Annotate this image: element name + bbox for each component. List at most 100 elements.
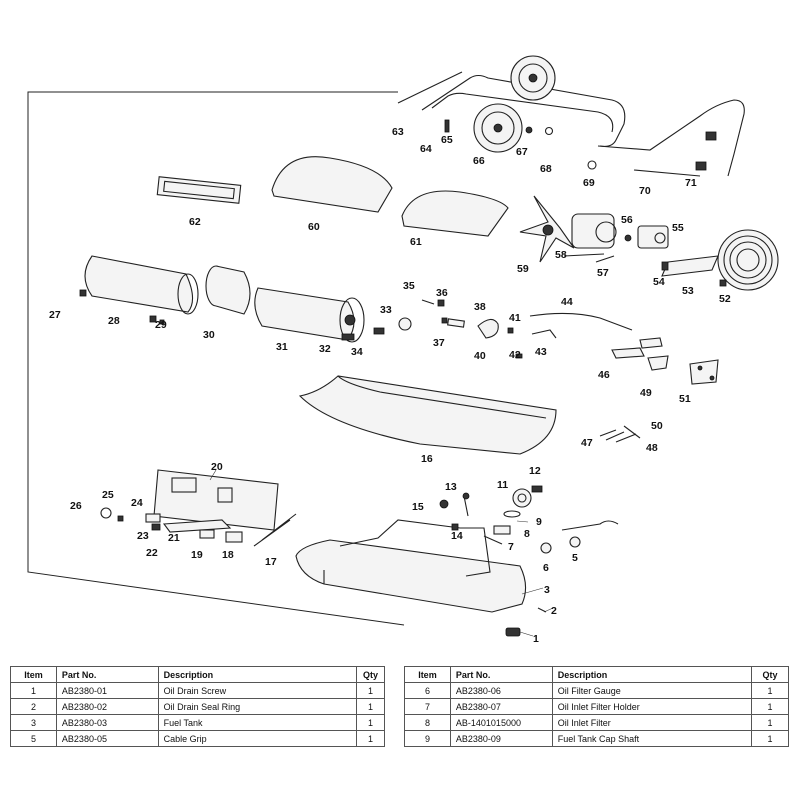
cell-qty: 1 (356, 730, 385, 747)
callout-58: 58 (555, 249, 567, 261)
table-row: 2 AB2380-02 Oil Drain Seal Ring 1 (10, 698, 385, 715)
callout-19: 19 (191, 549, 203, 561)
table-row: 3 AB2380-03 Fuel Tank 1 (10, 714, 385, 731)
header-part-no: Part No. (55, 666, 159, 683)
callout-69: 69 (583, 177, 595, 189)
header-item: Item (10, 666, 57, 683)
callout-66: 66 (473, 155, 485, 167)
callout-22: 22 (146, 547, 158, 559)
cell-item: 8 (404, 714, 451, 731)
callout-61: 61 (410, 236, 422, 248)
callout-65: 65 (441, 134, 453, 146)
cell-part-no: AB2380-07 (449, 698, 553, 715)
table-row: 9 AB2380-09 Fuel Tank Cap Shaft 1 (404, 730, 789, 747)
exploded-parts-diagram: 1 2 3 5 6 7 8 9 11 12 13 14 15 16 17 18 … (27, 55, 779, 645)
callout-68: 68 (540, 163, 552, 175)
callout-64: 64 (420, 143, 432, 155)
callout-5: 5 (572, 552, 578, 564)
control-parts (599, 337, 719, 443)
callout-12: 12 (529, 465, 541, 477)
table-row: 5 AB2380-05 Cable Grip 1 (10, 730, 385, 747)
callout-30: 30 (203, 329, 215, 341)
callout-67: 67 (516, 146, 528, 158)
callout-60: 60 (308, 221, 320, 233)
callout-36: 36 (436, 287, 448, 299)
callout-49: 49 (640, 387, 652, 399)
cell-part-no: AB2380-06 (449, 682, 553, 699)
cell-item: 2 (10, 698, 57, 715)
cell-item: 1 (10, 682, 57, 699)
callout-8: 8 (524, 528, 530, 540)
callout-13: 13 (445, 481, 457, 493)
fuel-parts (439, 485, 619, 554)
cell-qty: 1 (356, 682, 385, 699)
callout-6: 6 (543, 562, 549, 574)
callout-24: 24 (131, 497, 143, 509)
callout-2: 2 (551, 605, 557, 617)
callout-40: 40 (474, 350, 486, 362)
callout-15: 15 (412, 501, 424, 513)
callout-44: 44 (561, 296, 573, 308)
cell-item: 5 (10, 730, 57, 747)
cell-qty: 1 (356, 698, 385, 715)
lower-shell (298, 375, 557, 455)
callout-18: 18 (222, 549, 234, 561)
callout-56: 56 (621, 214, 633, 226)
callout-37: 37 (433, 337, 445, 349)
callout-numbers: 1 2 3 5 6 7 8 9 11 12 13 14 15 16 17 18 … (49, 126, 731, 645)
table-row: 7 AB2380-07 Oil Inlet Filter Holder 1 (404, 698, 789, 715)
cell-part-no: AB2380-09 (449, 730, 553, 747)
cell-item: 9 (404, 730, 451, 747)
callout-29: 29 (155, 319, 167, 331)
callout-34: 34 (351, 346, 363, 358)
table-header-row: Item Part No. Description Qty (404, 666, 789, 683)
cell-description: Oil Inlet Filter Holder (551, 698, 753, 715)
callout-71: 71 (685, 177, 697, 189)
cell-qty: 1 (751, 682, 789, 699)
callout-59: 59 (517, 263, 529, 275)
header-item: Item (404, 666, 451, 683)
cell-qty: 1 (751, 698, 789, 715)
motor-assembly (519, 195, 779, 291)
callout-16: 16 (421, 453, 433, 465)
callout-42: 42 (509, 349, 521, 361)
callout-23: 23 (137, 530, 149, 542)
cell-description: Cable Grip (157, 730, 358, 747)
callout-51: 51 (679, 393, 691, 405)
table-header-row: Item Part No. Description Qty (10, 666, 385, 683)
cell-qty: 1 (751, 714, 789, 731)
header-part-no: Part No. (449, 666, 553, 683)
cell-item: 6 (404, 682, 451, 699)
fuel-tank (295, 519, 547, 637)
cell-description: Oil Inlet Filter (551, 714, 753, 731)
callout-38: 38 (474, 301, 486, 313)
cell-qty: 1 (356, 714, 385, 731)
burner-tubes (79, 255, 365, 343)
cell-part-no: AB2380-02 (55, 698, 159, 715)
callout-1: 1 (533, 633, 539, 645)
burner-components (373, 299, 633, 359)
callout-33: 33 (380, 304, 392, 316)
callout-7: 7 (508, 541, 514, 553)
table-row: 6 AB2380-06 Oil Filter Gauge 1 (404, 682, 789, 699)
header-qty: Qty (751, 666, 789, 683)
callout-25: 25 (102, 489, 114, 501)
cell-description: Fuel Tank (157, 714, 358, 731)
header-description: Description (551, 666, 753, 683)
control-panel (100, 469, 297, 547)
callout-46: 46 (598, 369, 610, 381)
cell-part-no: AB-1401015000 (449, 714, 553, 731)
callout-35: 35 (403, 280, 415, 292)
callout-32: 32 (319, 343, 331, 355)
table-row: 8 AB-1401015000 Oil Inlet Filter 1 (404, 714, 789, 731)
callout-55: 55 (672, 222, 684, 234)
cell-qty: 1 (751, 730, 789, 747)
table-row: 1 AB2380-01 Oil Drain Screw 1 (10, 682, 385, 699)
callout-28: 28 (108, 315, 120, 327)
callout-53: 53 (682, 285, 694, 297)
cell-description: Oil Drain Seal Ring (157, 698, 358, 715)
callout-9: 9 (536, 516, 542, 528)
callout-26: 26 (70, 500, 82, 512)
header-qty: Qty (356, 666, 385, 683)
cell-part-no: AB2380-05 (55, 730, 159, 747)
